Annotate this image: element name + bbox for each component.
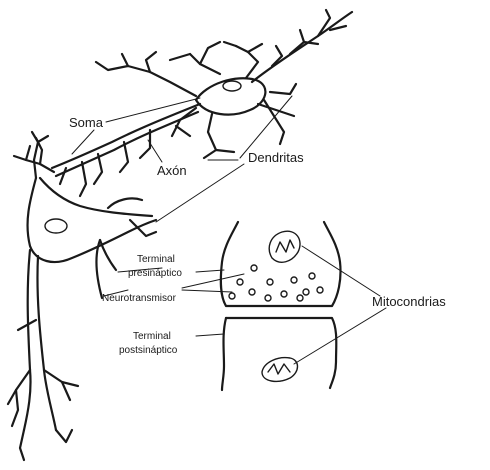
lower-neuron-soma: [28, 178, 156, 262]
label-mitochondria: Mitocondrias: [372, 294, 446, 309]
label-dendrites: Dendritas: [248, 150, 304, 165]
label-postsynaptic-line1: Terminal: [133, 331, 171, 342]
label-axon: Axón: [157, 163, 187, 178]
lower-neuron-axon: [24, 250, 56, 430]
upper-neuron-nucleus: [223, 81, 241, 91]
postsynaptic-terminal: [226, 318, 336, 388]
lower-neuron-nucleus: [45, 219, 67, 233]
mitochondrion-postsynaptic: [262, 358, 298, 382]
mitochondrion-presynaptic: [269, 231, 300, 262]
label-neurotransmitter: Neurotransmisor: [102, 293, 177, 304]
leader-lines: [72, 96, 386, 364]
label-presynaptic-line2: presináptico: [128, 268, 182, 279]
label-presynaptic-line1: Terminal: [137, 254, 175, 265]
upper-neuron-soma: [196, 78, 265, 114]
neurotransmitter-vesicles: [229, 265, 323, 301]
label-postsynaptic-line2: postsináptico: [119, 345, 178, 356]
synapse: [221, 222, 341, 390]
label-soma: Soma: [69, 115, 104, 130]
